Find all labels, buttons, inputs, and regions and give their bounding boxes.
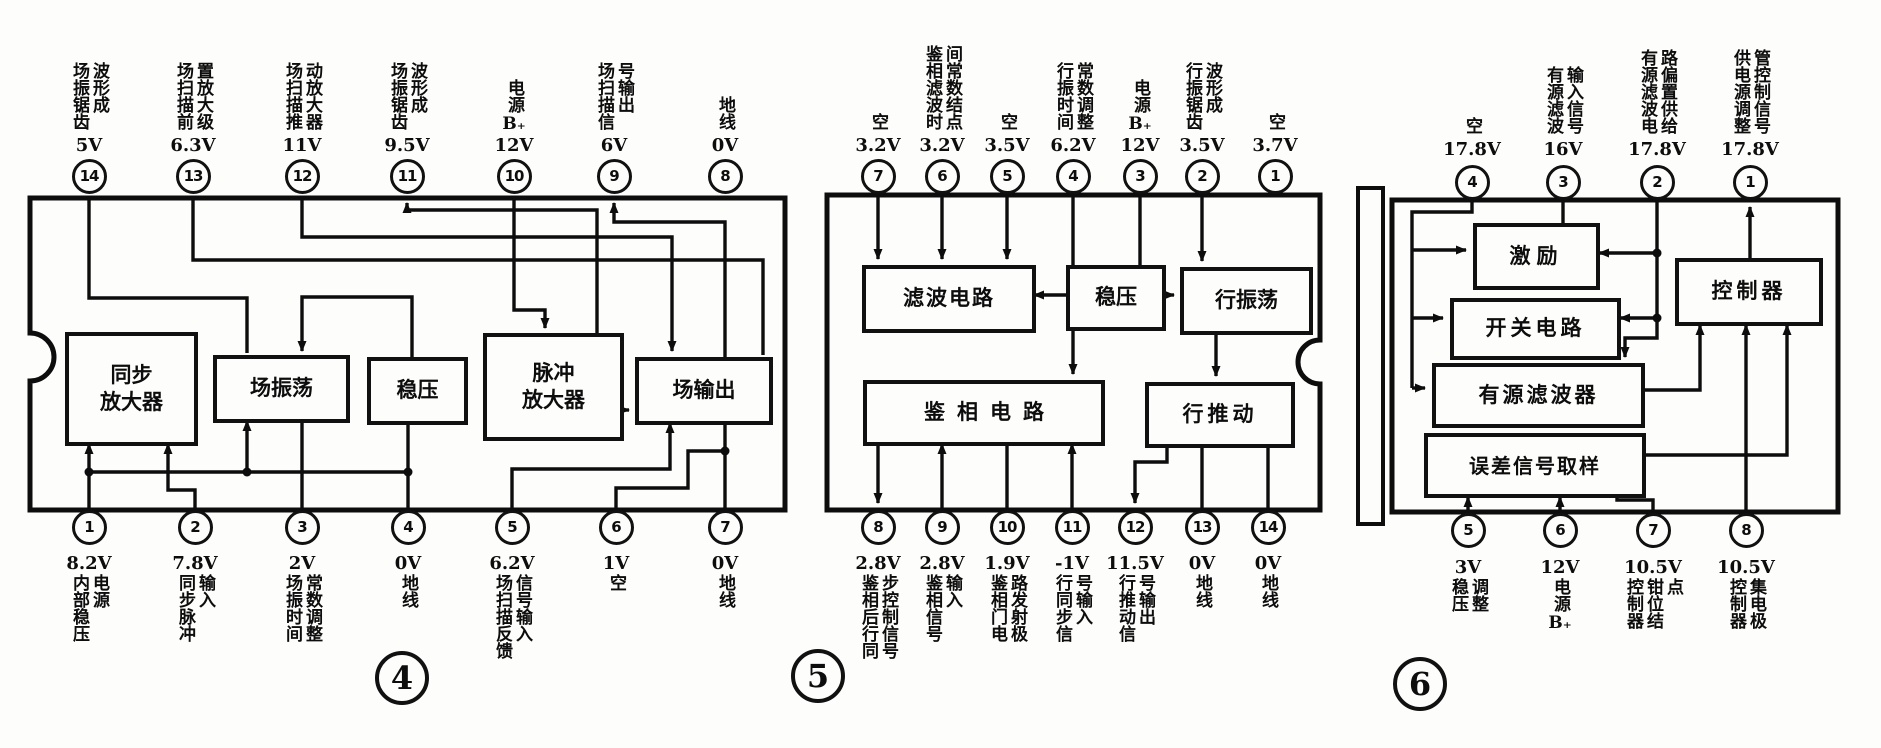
wire xyxy=(512,198,550,329)
ic6-wires xyxy=(1410,200,1792,512)
wire xyxy=(297,295,414,357)
block-field-output: 场输出 xyxy=(635,357,773,425)
pin-number: 5 xyxy=(494,509,530,545)
wire xyxy=(163,443,197,513)
ic6-tab-bar xyxy=(1356,186,1385,526)
pin-number: 14 xyxy=(71,158,107,194)
pin-number: 2 xyxy=(177,509,213,545)
pin-number: 12 xyxy=(284,158,320,194)
pin-number: 11 xyxy=(389,158,425,194)
pin-number: 7 xyxy=(707,509,743,545)
wire xyxy=(87,198,249,353)
pin-number: 13 xyxy=(175,158,211,194)
pin-number: 5 xyxy=(1450,512,1486,548)
pin-number: 1 xyxy=(1257,158,1293,194)
wire xyxy=(510,422,675,513)
pin-number: 8 xyxy=(860,509,896,545)
pin-number: 3 xyxy=(1122,158,1158,194)
wire xyxy=(614,449,725,513)
pin-number: 5 xyxy=(989,158,1025,194)
pin-number: 8 xyxy=(707,158,743,194)
pin-number: 9 xyxy=(596,158,632,194)
pin-number: 11 xyxy=(1054,509,1090,545)
wire xyxy=(1620,318,1659,358)
ic6-outline xyxy=(1389,197,1841,515)
block-field-oscillator: 场振荡 xyxy=(213,355,350,423)
pin-number: 13 xyxy=(1184,509,1220,545)
pin-number: 3 xyxy=(1545,164,1581,200)
ic5-wires xyxy=(873,195,1270,510)
figure-number-5: 5 xyxy=(791,649,845,703)
block-line-oscillator: 行振荡 xyxy=(1180,267,1313,335)
block-line-driver: 行推动 xyxy=(1145,382,1295,448)
figure-number-6: 6 xyxy=(1393,657,1447,711)
block-switch-circuit: 开关电路 xyxy=(1450,298,1621,360)
pin-number: 10 xyxy=(496,158,532,194)
wire xyxy=(300,198,677,352)
pin-number: 3 xyxy=(284,509,320,545)
ic4-junction-dots xyxy=(84,446,730,477)
figure-number-4: 4 xyxy=(375,651,429,705)
ic6-junction-dots xyxy=(1652,248,1662,323)
pin-number: 6 xyxy=(598,509,634,545)
pin-number: 4 xyxy=(1055,158,1091,194)
block-voltage-regulator-5: 稳压 xyxy=(1066,265,1166,331)
block-error-signal-sampling: 误差信号取样 xyxy=(1424,433,1646,498)
block-active-filter: 有源滤波器 xyxy=(1432,363,1645,428)
pin-number: 2 xyxy=(1639,164,1675,200)
wire xyxy=(402,202,599,333)
ic4-outline xyxy=(27,195,788,513)
pin-number: 2 xyxy=(1184,158,1220,194)
block-controller: 控制器 xyxy=(1675,258,1823,326)
pin-number: 6 xyxy=(924,158,960,194)
block-excitation-driver: 激励 xyxy=(1473,223,1600,290)
pin-number: 1 xyxy=(1732,164,1768,200)
pin-number: 12 xyxy=(1117,509,1153,545)
pin-number: 9 xyxy=(924,509,960,545)
wire xyxy=(1637,324,1705,392)
ic4-wires xyxy=(84,198,765,513)
block-sync-amplifier: 同步 放大器 xyxy=(65,332,198,446)
pin-number: 14 xyxy=(1250,509,1286,545)
ic5-outline xyxy=(824,192,1323,513)
wire xyxy=(191,198,765,355)
wire xyxy=(1638,324,1792,457)
block-phase-detector: 鉴相电路 xyxy=(863,380,1105,446)
pin-number: 10 xyxy=(989,509,1025,545)
pin-number: 7 xyxy=(860,158,896,194)
pin-number: 6 xyxy=(1542,512,1578,548)
wire xyxy=(609,202,727,357)
block-voltage-regulator-4: 稳压 xyxy=(367,357,468,425)
pin-number: 7 xyxy=(1635,512,1671,548)
block-pulse-amplifier: 脉冲 放大器 xyxy=(483,333,624,441)
wire xyxy=(1130,440,1169,504)
block-filter-circuit: 滤波电路 xyxy=(862,265,1036,333)
pin-number: 8 xyxy=(1728,512,1764,548)
pin-number: 4 xyxy=(390,509,426,545)
pin-number: 1 xyxy=(71,509,107,545)
pin-number: 4 xyxy=(1454,164,1490,200)
wire xyxy=(1410,200,1474,388)
